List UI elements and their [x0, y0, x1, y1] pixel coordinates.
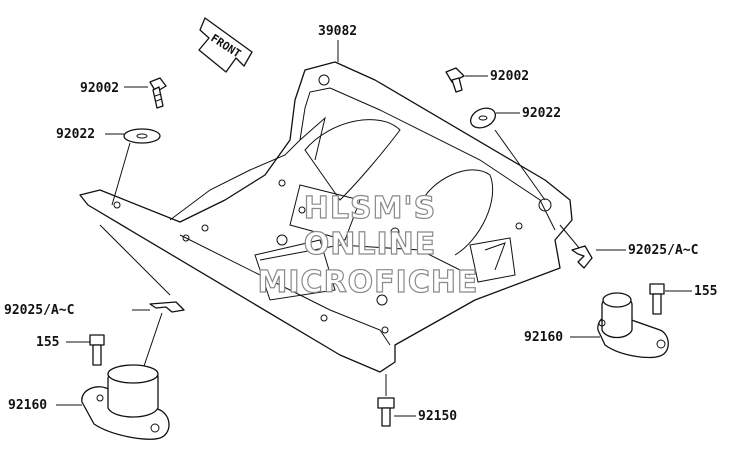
callout-mount-right: 92160 — [524, 330, 563, 345]
callout-bolt-left-mount: 155 — [36, 335, 59, 350]
bolt-right-top — [445, 67, 465, 93]
callout-bolt-left-top: 92002 — [80, 81, 119, 96]
callout-clip-left: 92025/A~C — [4, 303, 74, 318]
callout-washer-right: 92022 — [522, 106, 561, 121]
watermark-line-1: HLSM'S — [304, 191, 436, 226]
washer-right — [469, 107, 497, 129]
front-arrow: FRONT — [198, 17, 253, 73]
mount-left — [81, 364, 170, 440]
watermark-line-2: ONLINE — [304, 227, 437, 262]
callout-washer-left: 92022 — [56, 127, 95, 142]
callout-bolt-right-top: 92002 — [490, 69, 529, 84]
callout-bolt-right-mount: 155 — [694, 284, 717, 299]
clip-right — [571, 245, 593, 269]
bolt-right-mount — [649, 283, 665, 315]
bolt-bottom — [377, 397, 395, 427]
callout-frame: 39082 — [318, 24, 357, 39]
callout-bolt-bottom: 92150 — [418, 409, 457, 424]
watermark-line-3: MICROFICHE — [258, 265, 479, 300]
callout-clip-right: 92025/A~C — [628, 243, 698, 258]
bolt-left-mount — [89, 334, 105, 366]
skid-plate-frame — [79, 61, 573, 373]
washer-left — [123, 128, 161, 144]
clip-left — [149, 301, 185, 313]
callout-mount-left: 92160 — [8, 398, 47, 413]
bolt-left-top — [149, 77, 167, 109]
watermark: HLSM'S ONLINE MICROFICHE — [257, 190, 479, 300]
mount-right — [597, 292, 669, 359]
